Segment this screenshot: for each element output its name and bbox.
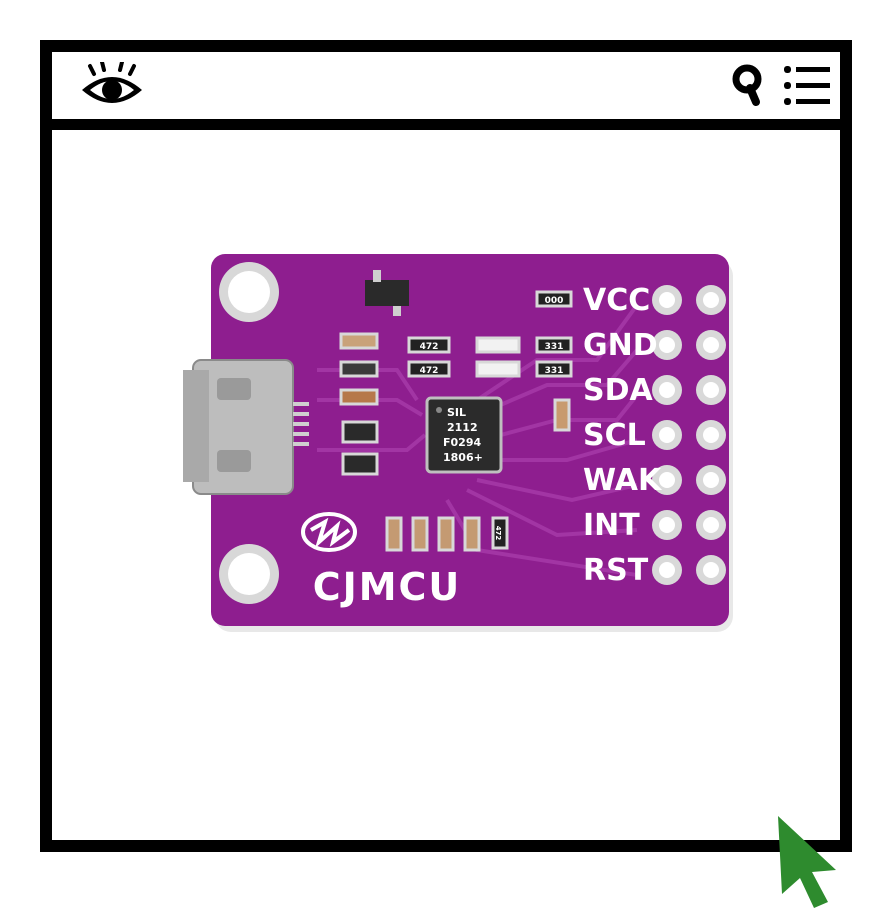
- arrow-cursor-icon: [778, 816, 836, 908]
- pin-label-wak: WAK: [583, 463, 663, 498]
- svg-text:472: 472: [420, 366, 439, 376]
- svg-text:331: 331: [545, 366, 564, 376]
- toolbar: [52, 52, 840, 130]
- search-icon[interactable]: [732, 64, 766, 108]
- pin-hole-center: [659, 337, 675, 353]
- svg-text:331: 331: [545, 342, 564, 352]
- pin-hole-center: [703, 427, 719, 443]
- pin-label-gnd: GND: [583, 328, 658, 363]
- pin-hole-center: [659, 562, 675, 578]
- capacitors-bottom: [385, 516, 481, 552]
- mounting-hole-bottom: [219, 544, 279, 604]
- pin-label-scl: SCL: [583, 418, 646, 453]
- pin-labels: VCC GND SDA SCL WAK INT RST: [583, 283, 663, 588]
- pin-hole-center: [659, 427, 675, 443]
- svg-text:000: 000: [545, 296, 564, 306]
- pin-label-sda: SDA: [583, 373, 654, 408]
- svg-text:472: 472: [494, 526, 502, 541]
- mounting-hole-top: [219, 262, 279, 322]
- cjmcu-pcb-image: 472 472 331 331 000 472: [183, 254, 733, 632]
- svg-text:2112: 2112: [447, 421, 478, 434]
- eye-icon[interactable]: [80, 62, 144, 110]
- list-menu-icon[interactable]: [782, 62, 832, 110]
- pin-hole-center: [703, 382, 719, 398]
- pin-hole-center: [703, 562, 719, 578]
- svg-text:F0294: F0294: [443, 436, 481, 449]
- pin-hole-center: [659, 382, 675, 398]
- pin-headers: [652, 285, 726, 585]
- pin-hole-center: [659, 292, 675, 308]
- pin-hole-center: [703, 472, 719, 488]
- pin-hole-center: [703, 517, 719, 533]
- svg-text:1806+: 1806+: [443, 451, 483, 464]
- resistors: 472 472 331 331 000 472: [407, 290, 573, 550]
- pin-hole-center: [703, 292, 719, 308]
- passive-components-left: [339, 270, 409, 476]
- pin-hole-center: [659, 517, 675, 533]
- browser-window: 472 472 331 331 000 472: [40, 40, 852, 852]
- main-chip: SIL 2112 F0294 1806+: [425, 396, 503, 474]
- pin-label-int: INT: [583, 508, 640, 543]
- svg-text:472: 472: [420, 342, 439, 352]
- pin-label-rst: RST: [583, 553, 649, 588]
- pin-label-vcc: VCC: [583, 283, 650, 318]
- svg-text:SIL: SIL: [447, 406, 466, 419]
- leds: [475, 336, 571, 432]
- image-viewport: 472 472 331 331 000 472: [52, 130, 840, 840]
- pin-hole-center: [659, 472, 675, 488]
- pin-hole-center: [703, 337, 719, 353]
- cjmcu-logo-mark: [301, 512, 357, 552]
- micro-usb-connector: [183, 359, 309, 495]
- brand-label: CJMCU: [313, 565, 462, 609]
